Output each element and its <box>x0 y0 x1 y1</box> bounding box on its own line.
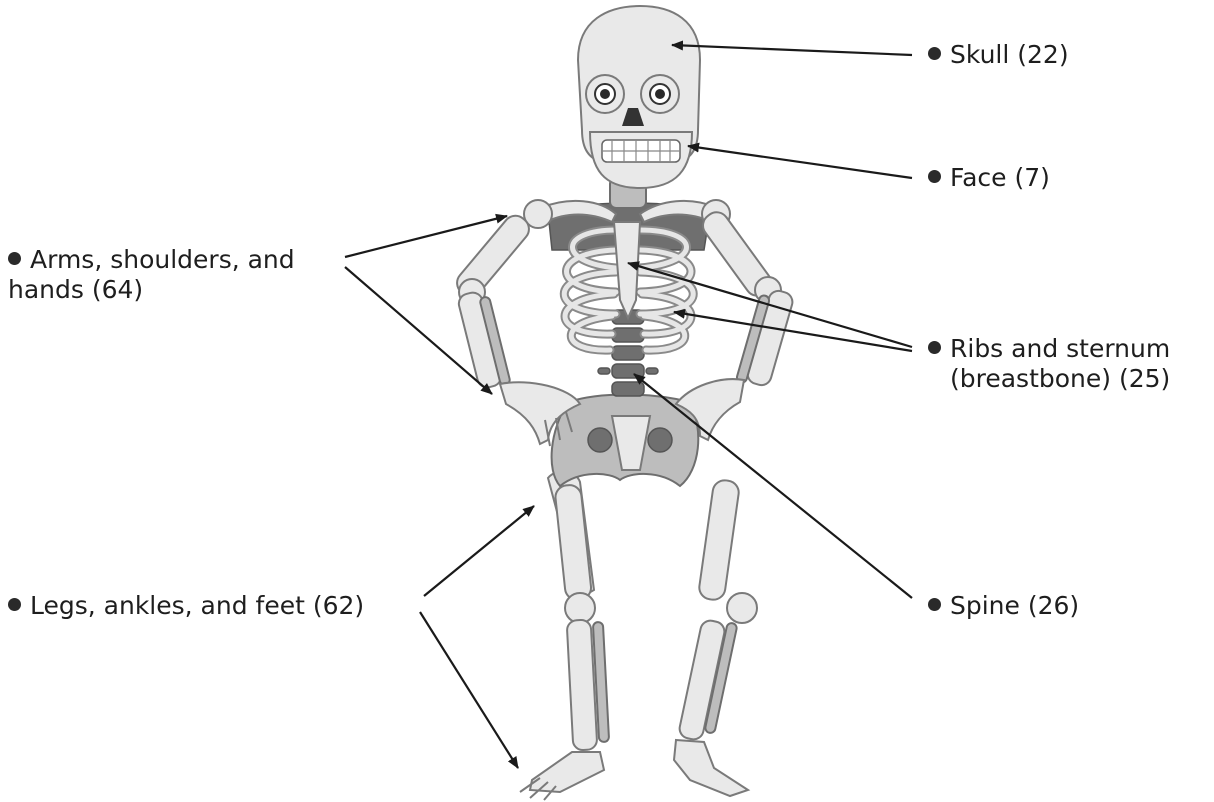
skull-label: Skull (22) <box>928 40 1069 70</box>
ribs-label: Ribs and sternum (breastbone) (25) <box>928 334 1170 394</box>
bullet-icon <box>8 598 21 611</box>
face-arrow <box>688 146 912 178</box>
skull-arrow <box>672 45 912 55</box>
legs-label: Legs, ankles, and feet (62) <box>8 591 364 621</box>
legs-arrow-lower <box>420 612 518 768</box>
skeleton-illustration <box>452 6 795 800</box>
bullet-icon <box>928 170 941 183</box>
bullet-icon <box>928 598 941 611</box>
right-leg <box>674 479 757 796</box>
skull-drawing <box>578 6 700 188</box>
face-label: Face (7) <box>928 163 1050 193</box>
bullet-icon <box>928 47 941 60</box>
ribs-arrow-ribs <box>674 312 912 351</box>
spine-label: Spine (26) <box>928 591 1079 621</box>
arms-label: Arms, shoulders, and hands (64) <box>8 245 295 305</box>
bullet-icon <box>928 341 941 354</box>
left-leg <box>520 472 609 800</box>
legs-arrow-upper <box>424 506 534 596</box>
bullet-icon <box>8 252 21 265</box>
spine-arrow <box>634 374 912 598</box>
